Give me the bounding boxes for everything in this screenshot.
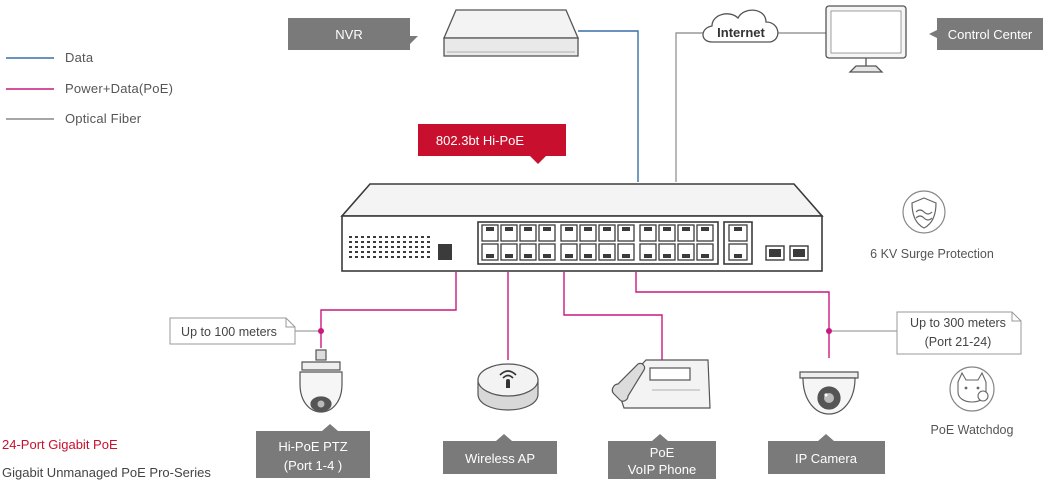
ptz-tag: Hi-PoE PTZ (Port 1-4 ) [256,424,370,478]
switch-device [340,183,824,272]
internet-label: Internet [717,25,765,40]
ip-camera-tag: IP Camera [768,434,885,474]
distance-note-right-line2: (Port 21-24) [925,335,992,349]
distance-note-left-text: Up to 100 meters [181,325,277,339]
uplink-ports [723,221,753,265]
distance-note-right: Up to 300 meters (Port 21-24) [896,311,1022,355]
sfp-ports [765,245,809,261]
legend-data-label: Data [65,50,94,65]
poe-line-voip [563,272,663,360]
ptz-camera-icon [299,349,343,413]
wireless-ap-tag: Wireless AP [443,434,557,474]
distance-note-right-line1: Up to 300 meters [910,316,1006,330]
rj45-port-block [477,221,719,265]
hi-poe-badge-label: 802.3bt Hi-PoE [436,133,524,148]
voip-phone-tag: PoE VoIP Phone [608,434,716,479]
camera-note-dot [826,328,832,334]
ptz-tag-line2: (Port 1-4 ) [284,458,343,473]
surge-shield-icon [902,190,946,234]
console-port [438,244,452,260]
legend-poe-label: Power+Data(PoE) [65,81,173,96]
poe-watchdog-feature: PoE Watchdog [931,366,1014,437]
ip-camera-tag-label: IP Camera [795,451,858,466]
control-center-label: Control Center [948,27,1033,42]
product-subtitle: Gigabit Unmanaged PoE Pro-Series [2,465,211,480]
distance-note-left: Up to 100 meters [169,317,296,345]
nvr-data-line [578,30,639,182]
nvr-label: NVR [335,27,362,42]
surge-shield-shape [911,197,937,229]
watchdog-dog-icon [949,366,995,412]
wireless-ap-icon [477,363,539,411]
nvr-device-icon [443,9,579,57]
switch-vents [349,236,430,258]
wireless-ap-tag-label: Wireless AP [465,451,535,466]
internet-fiber-line [675,32,705,182]
voip-tag-line1: PoE [650,445,675,460]
voip-phone-icon [611,359,711,409]
product-title: 24-Port Gigabit PoE [2,437,118,452]
voip-tag-line2: VoIP Phone [628,462,696,477]
legend: Data Power+Data(PoE) Optical Fiber [6,50,173,126]
hi-poe-badge: 802.3bt Hi-PoE [418,124,566,164]
poe-line-ptz [320,272,457,348]
control-center-tag: Control Center [929,18,1043,50]
legend-fiber-label: Optical Fiber [65,111,142,126]
ip-camera-icon [799,371,859,415]
ptz-note-dot [318,328,324,334]
poe-watchdog-label: PoE Watchdog [931,423,1014,437]
poe-line-camera [635,272,830,358]
ptz-tag-line1: Hi-PoE PTZ [278,439,347,454]
nvr-tag: NVR [288,18,418,50]
surge-protection-feature: 6 KV Surge Protection [870,190,994,261]
surge-protection-label: 6 KV Surge Protection [870,247,994,261]
internet-cloud-icon: Internet [702,9,779,43]
control-center-monitor-icon [825,5,907,73]
